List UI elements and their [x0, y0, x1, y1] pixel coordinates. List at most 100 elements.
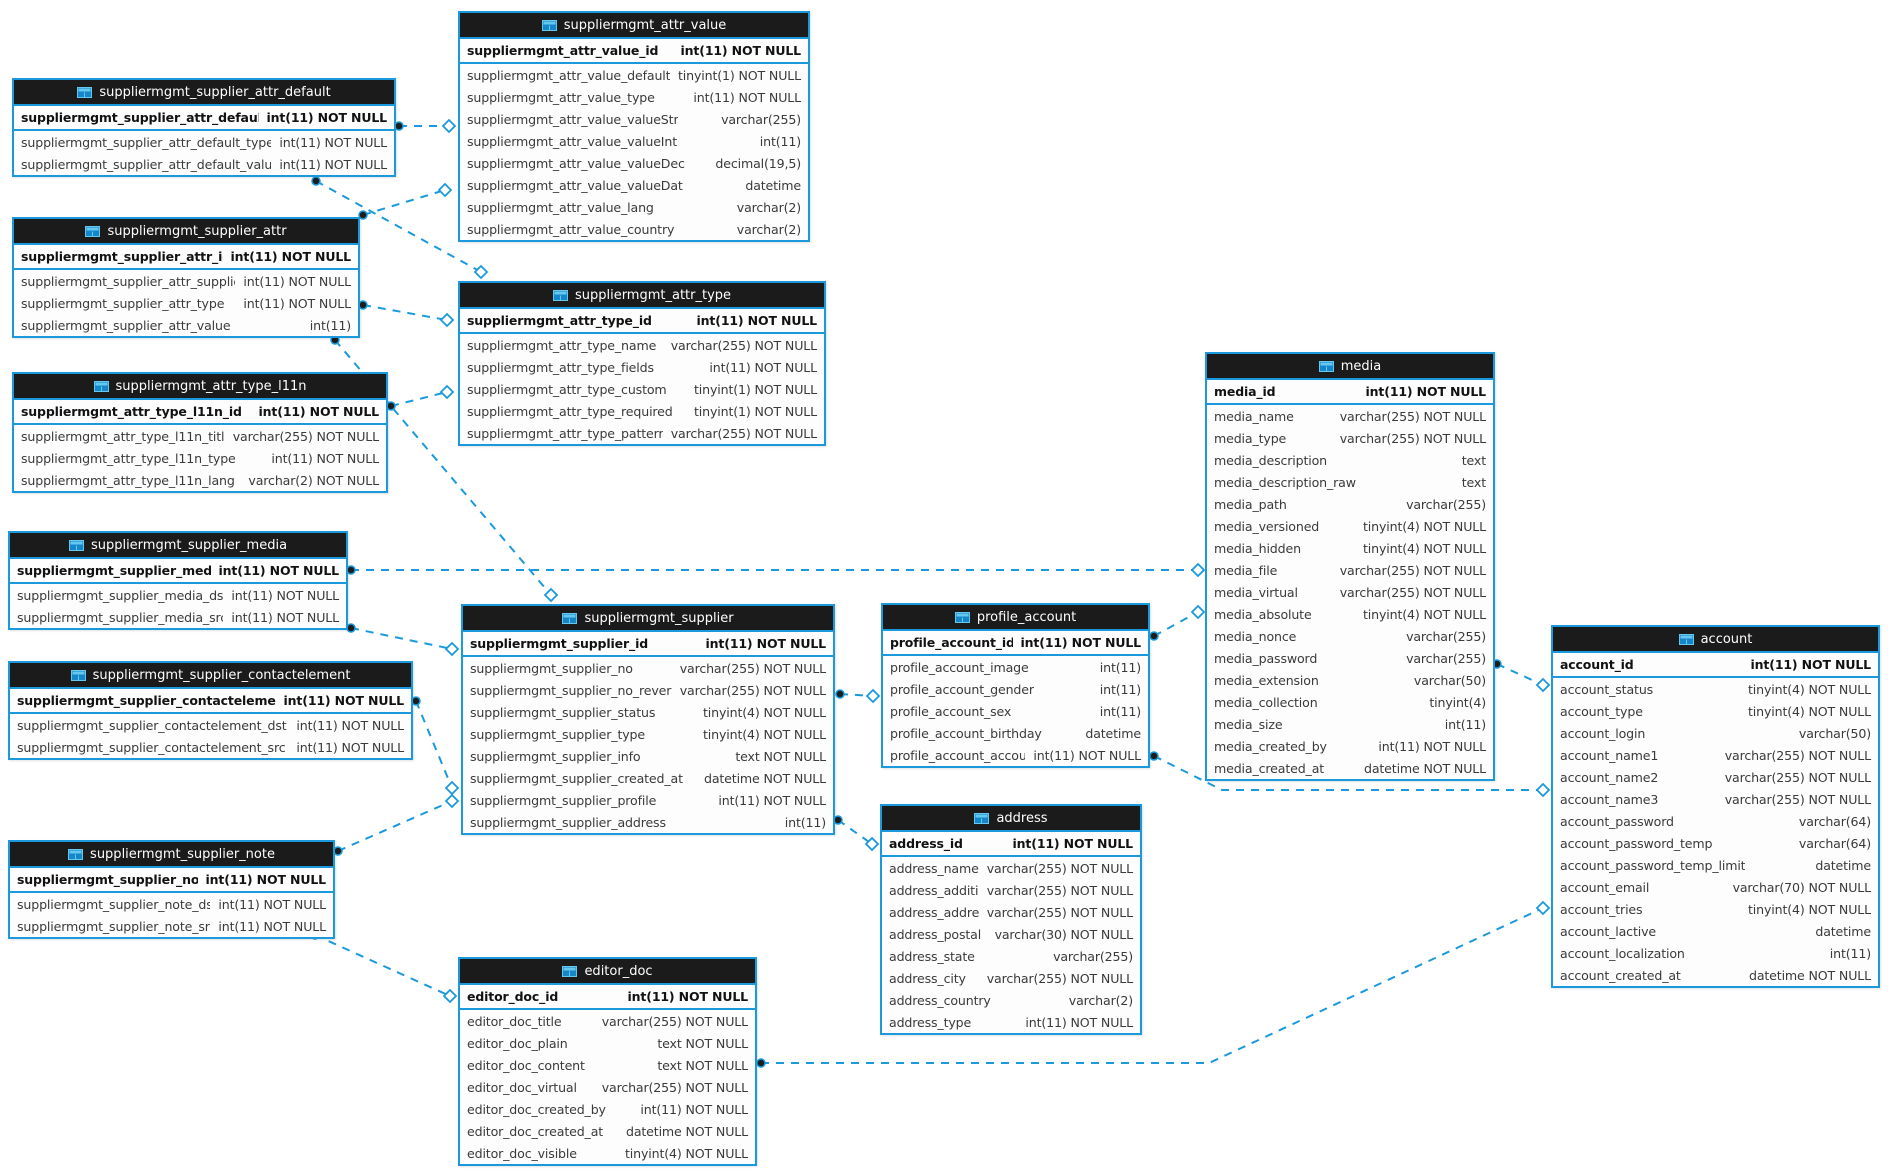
table-header[interactable]: account — [1553, 627, 1878, 653]
table-header[interactable]: address — [882, 806, 1140, 832]
table-header[interactable]: editor_doc — [460, 959, 755, 985]
table-header[interactable]: profile_account — [883, 605, 1148, 631]
column-suppliermgmt_supplier_attr_default_value[interactable]: suppliermgmt_supplier_attr_default_value… — [14, 153, 394, 175]
table-header[interactable]: suppliermgmt_supplier — [463, 606, 833, 632]
table-header[interactable]: suppliermgmt_supplier_media — [10, 533, 346, 559]
relation-suppliermgmt_supplier-to-address[interactable] — [833, 815, 880, 852]
relation-profile_account-to-account[interactable] — [1149, 751, 1551, 798]
relation-suppliermgmt_supplier_note-to-editor_doc[interactable] — [310, 930, 458, 1004]
relation-editor_doc-to-account[interactable] — [756, 900, 1551, 1068]
column-suppliermgmt_supplier_contactelement_src[interactable]: suppliermgmt_supplier_contactelement_src… — [10, 736, 411, 758]
relation-suppliermgmt_supplier_attr_default-to-suppliermgmt_attr_type[interactable] — [311, 176, 489, 280]
table-header[interactable]: media — [1207, 354, 1493, 380]
relation-suppliermgmt_supplier_media-to-suppliermgmt_supplier[interactable] — [346, 623, 460, 657]
relation-suppliermgmt_supplier_attr-to-suppliermgmt_supplier[interactable] — [330, 335, 559, 603]
table-header[interactable]: suppliermgmt_supplier_contactelement — [10, 663, 411, 689]
relation-suppliermgmt_supplier_note-to-suppliermgmt_supplier[interactable] — [333, 793, 460, 856]
column-address_address[interactable]: address_addressvarchar(255) NOT NULL — [882, 901, 1140, 923]
relation-profile_account-to-media[interactable] — [1149, 604, 1206, 641]
relation-suppliermgmt_supplier-to-profile_account[interactable] — [835, 688, 881, 704]
pk-column-suppliermgmt_supplier_attr_default_id[interactable]: suppliermgmt_supplier_attr_default_idint… — [14, 106, 394, 131]
relation-suppliermgmt_attr_type_l11n-to-suppliermgmt_attr_type[interactable] — [386, 384, 455, 411]
pk-column-suppliermgmt_supplier_contactelement_id[interactable]: suppliermgmt_supplier_contactelement_idi… — [10, 689, 411, 714]
table-header[interactable]: suppliermgmt_supplier_attr_default — [14, 80, 394, 106]
